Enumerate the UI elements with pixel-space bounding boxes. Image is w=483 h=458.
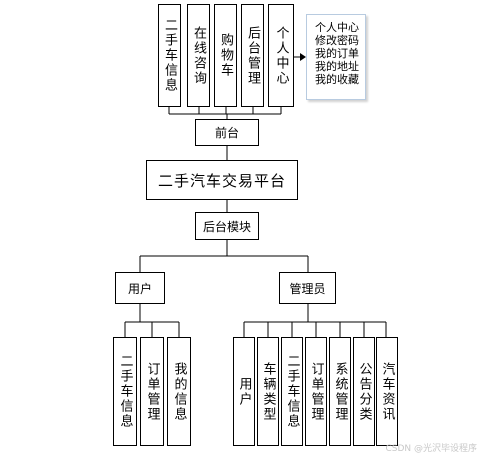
note-item: 个人中心: [315, 21, 359, 34]
backend-node: 后台模块: [195, 212, 259, 240]
module-personal-center: 个人中心: [268, 4, 294, 107]
note-item: 我的订单: [315, 47, 359, 60]
user-function-my-info: 我的信息: [167, 337, 191, 446]
admin-function-users: 用户: [233, 337, 255, 446]
module-online-consult: 在线咨询: [187, 4, 210, 107]
admin-function-notice-category: 公告分类: [353, 337, 375, 446]
module-shopping-cart: 购物车: [214, 4, 237, 107]
admin-function-car-news: 汽车资讯: [376, 337, 398, 446]
admin-function-vehicle-type: 车辆类型: [257, 337, 279, 446]
note-item: 我的收藏: [315, 73, 359, 86]
admin-function-system-management: 系统管理: [329, 337, 351, 446]
role-admin: 管理员: [279, 272, 336, 304]
user-function-order-management: 订单管理: [140, 337, 164, 446]
personal-center-note: 个人中心 修改密码 我的订单 我的地址 我的收藏: [306, 14, 366, 100]
user-function-used-car-info: 二手车信息: [113, 337, 137, 446]
module-backend-management: 后台管理: [241, 4, 264, 107]
platform-title: 二手汽车交易平台: [146, 160, 298, 200]
note-item: 我的地址: [315, 60, 359, 73]
note-item: 修改密码: [315, 34, 359, 47]
role-user: 用户: [115, 272, 165, 304]
admin-function-used-car-info: 二手车信息: [281, 337, 303, 446]
watermark: CSDN @光沢毕设程序: [385, 444, 477, 454]
frontend-node: 前台: [195, 119, 259, 146]
module-used-car-info: 二手车信息: [158, 4, 181, 107]
admin-function-order-management: 订单管理: [305, 337, 327, 446]
